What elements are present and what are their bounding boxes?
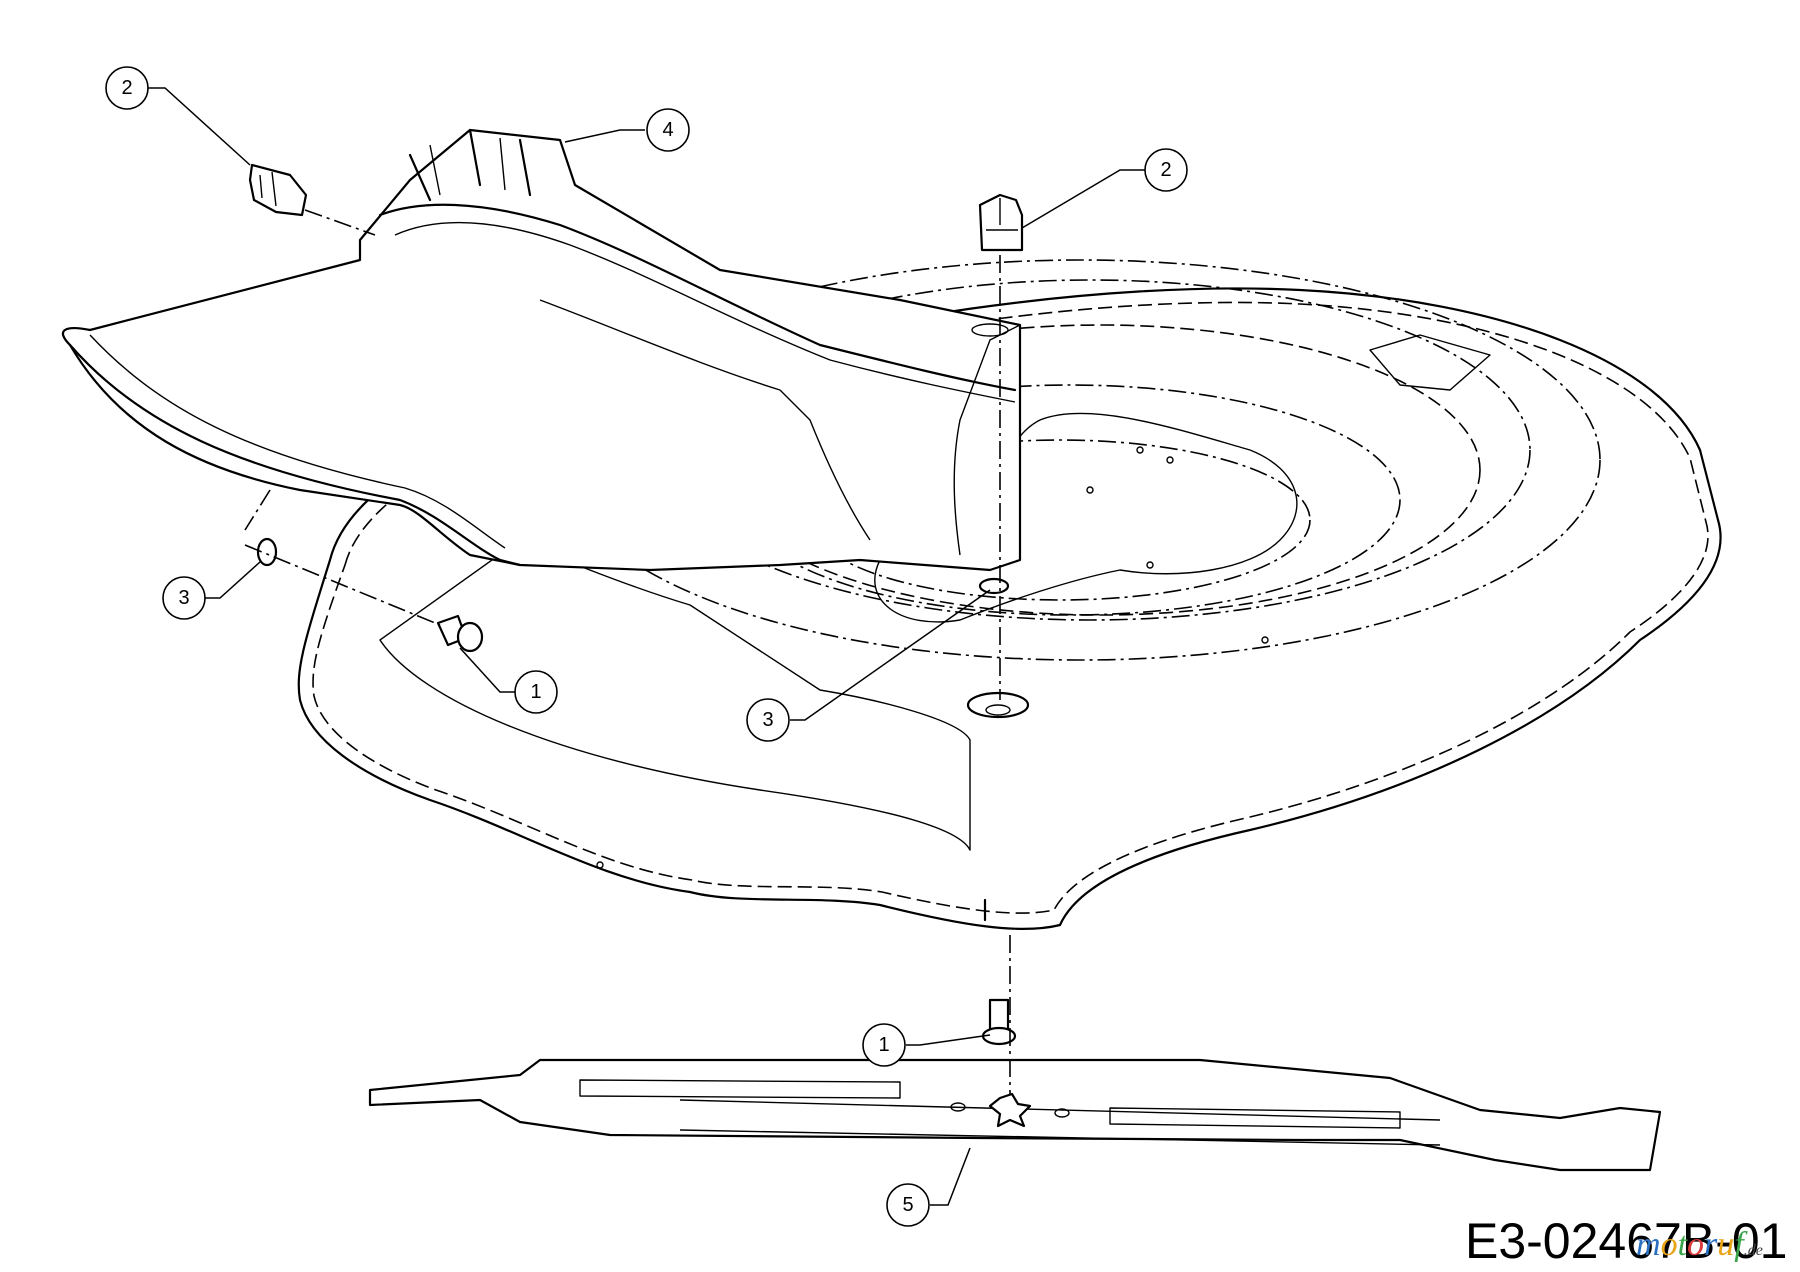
callout-label: 1: [878, 1034, 889, 1056]
watermark-letter: r: [1704, 1226, 1718, 1263]
mower-blade: [368, 1058, 1662, 1172]
callout-label: 2: [121, 77, 132, 99]
drawing-code: E3-02467B-01: [1465, 1213, 1787, 1269]
callout-5: 5: [886, 1183, 930, 1227]
callout-3-center: 3: [746, 698, 790, 742]
svg-text:motoruf.de: motoruf.de: [1636, 1226, 1763, 1263]
callout-2-top-left: 2: [105, 66, 149, 110]
discharge-chute: [62, 128, 1022, 572]
callout-4: 4: [646, 108, 690, 152]
callout-1-left: 1: [514, 670, 558, 714]
center-lines: [244, 209, 1011, 1095]
callout-2-top-right: 2: [1144, 148, 1188, 192]
washer-left: [256, 537, 278, 567]
clip-top-right: [978, 193, 1024, 252]
callout-3-left: 3: [162, 576, 206, 620]
watermark: motoruf.de: [1636, 1226, 1763, 1263]
callout-label: 3: [178, 587, 189, 609]
callout-label: 5: [902, 1194, 913, 1216]
watermark-letter: t: [1678, 1226, 1689, 1263]
bolt-left: [436, 614, 484, 653]
callout-label: 1: [530, 681, 541, 703]
watermark-letter: u: [1717, 1226, 1734, 1263]
callout-label: 3: [762, 709, 773, 731]
clip-top-left: [248, 163, 308, 217]
callout-1-bottom: 1: [862, 1023, 906, 1067]
watermark-letter: o: [1687, 1226, 1704, 1263]
watermark-letter: o: [1661, 1226, 1678, 1263]
watermark-letter: m: [1636, 1226, 1661, 1263]
watermark-suffix: .de: [1744, 1242, 1763, 1259]
callout-label: 2: [1160, 159, 1171, 181]
callout-leaders: [148, 87, 1145, 1206]
callout-label: 4: [662, 119, 673, 141]
